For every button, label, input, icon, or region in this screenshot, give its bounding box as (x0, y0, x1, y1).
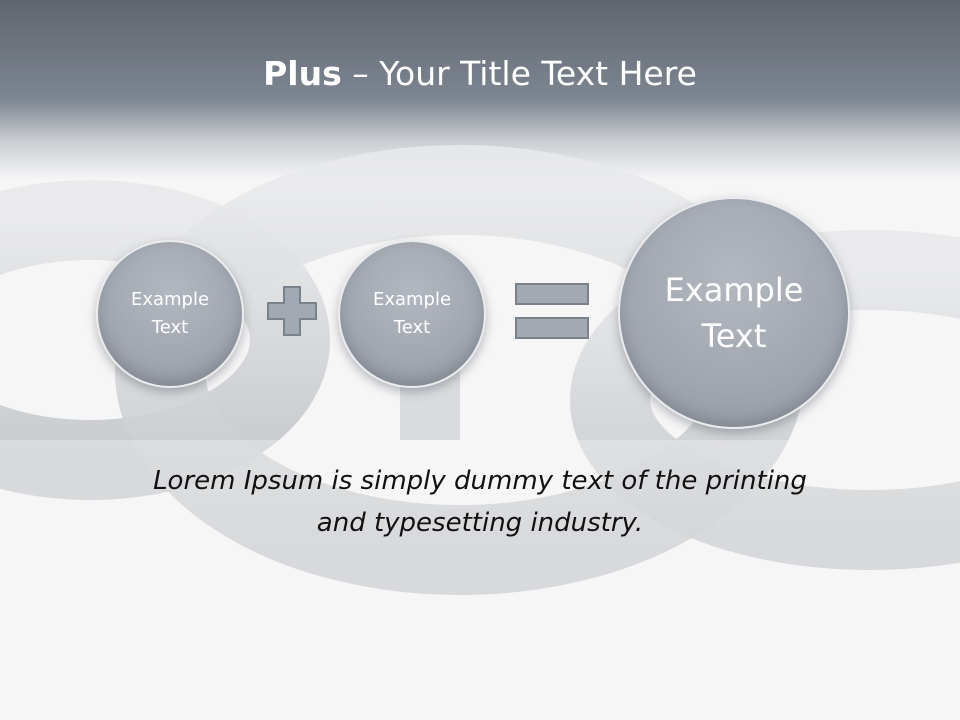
equals-icon (515, 283, 589, 339)
circle-result-line1: Example (664, 271, 804, 309)
circle-middle-line2: Text (393, 317, 431, 338)
circle-left-line2: Text (151, 317, 189, 338)
example-circle-result: Example Text (618, 197, 850, 429)
example-circle-left: Example Text (96, 240, 244, 388)
slide-title: Plus – Your Title Text Here (0, 52, 960, 96)
example-circle-middle: Example Text (338, 240, 486, 388)
caption-text: Lorem Ipsum is simply dummy text of the … (80, 460, 880, 544)
caption-line2: and typesetting industry. (316, 508, 644, 538)
title-bold-word: Plus (263, 54, 342, 93)
title-rest: – Your Title Text Here (341, 54, 697, 93)
circle-left-line1: Example (130, 289, 210, 310)
plus-icon (267, 286, 317, 336)
circle-middle-line1: Example (372, 289, 452, 310)
circle-result-line2: Text (701, 317, 767, 355)
caption-line1: Lorem Ipsum is simply dummy text of the … (153, 466, 807, 496)
